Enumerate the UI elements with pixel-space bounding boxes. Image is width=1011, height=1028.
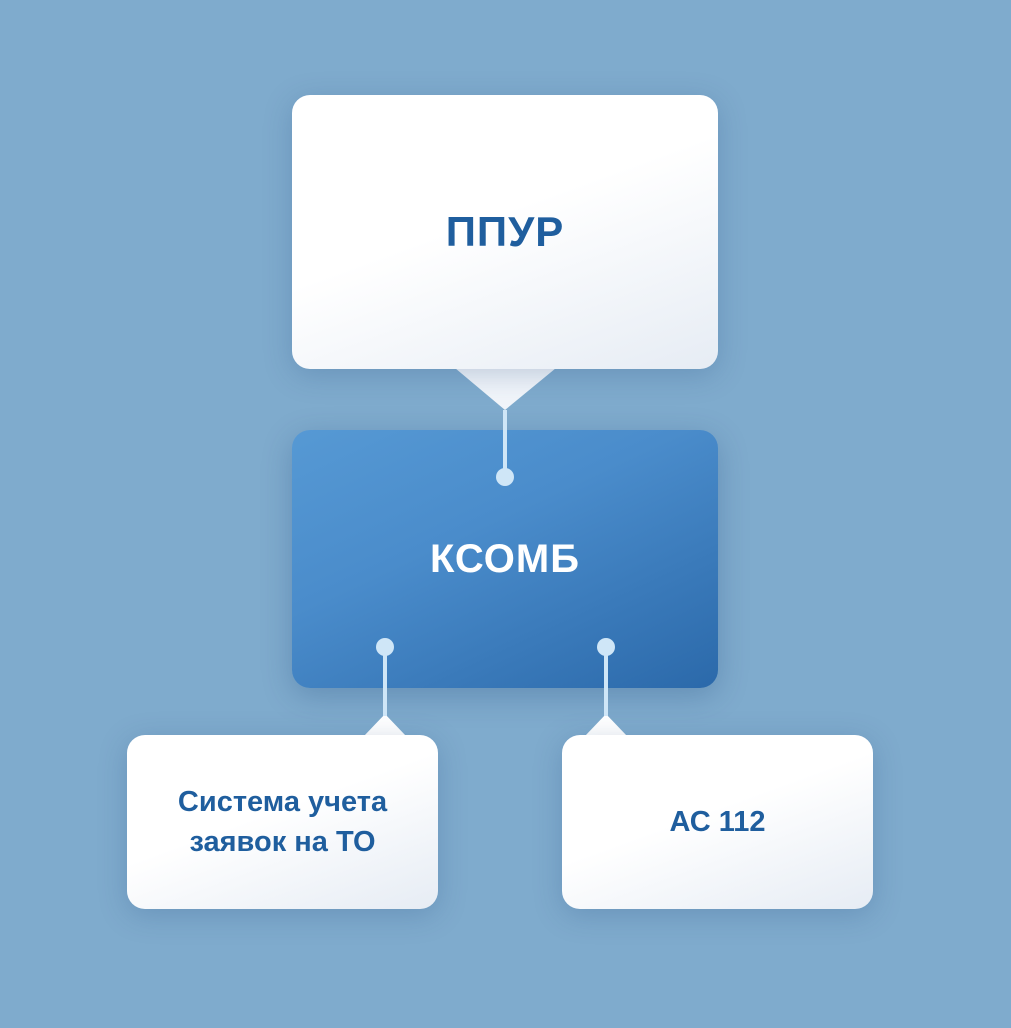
center-node-card: КСОМБ <box>292 430 718 688</box>
left-connector-dot <box>376 638 394 656</box>
top-node-card: ППУР <box>292 95 718 369</box>
top-connector-dot <box>496 468 514 486</box>
left-card-pointer <box>364 714 406 736</box>
bottom-right-node-label: АС 112 <box>669 805 766 838</box>
right-card-pointer <box>585 714 627 736</box>
right-connector-dot <box>597 638 615 656</box>
bottom-left-node-label: Система учета заявок на ТО <box>177 786 388 858</box>
center-node-label: КСОМБ <box>430 536 580 581</box>
bottom-right-node-card: АС 112 <box>562 735 873 909</box>
top-node-label: ППУР <box>445 208 565 255</box>
bottom-left-node-card: Система учета заявок на ТО <box>127 735 438 909</box>
